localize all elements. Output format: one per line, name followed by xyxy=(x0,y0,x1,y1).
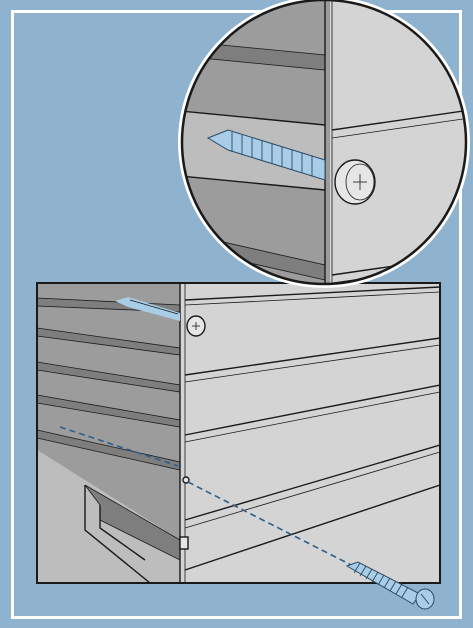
magnified-screw-cap xyxy=(334,159,376,205)
panel-border xyxy=(36,282,441,584)
screw-path xyxy=(187,481,366,573)
magnifier-detail xyxy=(178,0,470,288)
screw-hole xyxy=(182,476,190,484)
inserted-screw xyxy=(115,297,180,321)
cabinet-view xyxy=(37,283,440,583)
screw-cap xyxy=(186,315,206,337)
free-screw xyxy=(345,561,435,610)
corner-bracket xyxy=(179,536,189,550)
front-rails xyxy=(184,286,440,571)
side-rails xyxy=(37,297,181,471)
magnified-screw xyxy=(206,129,326,181)
